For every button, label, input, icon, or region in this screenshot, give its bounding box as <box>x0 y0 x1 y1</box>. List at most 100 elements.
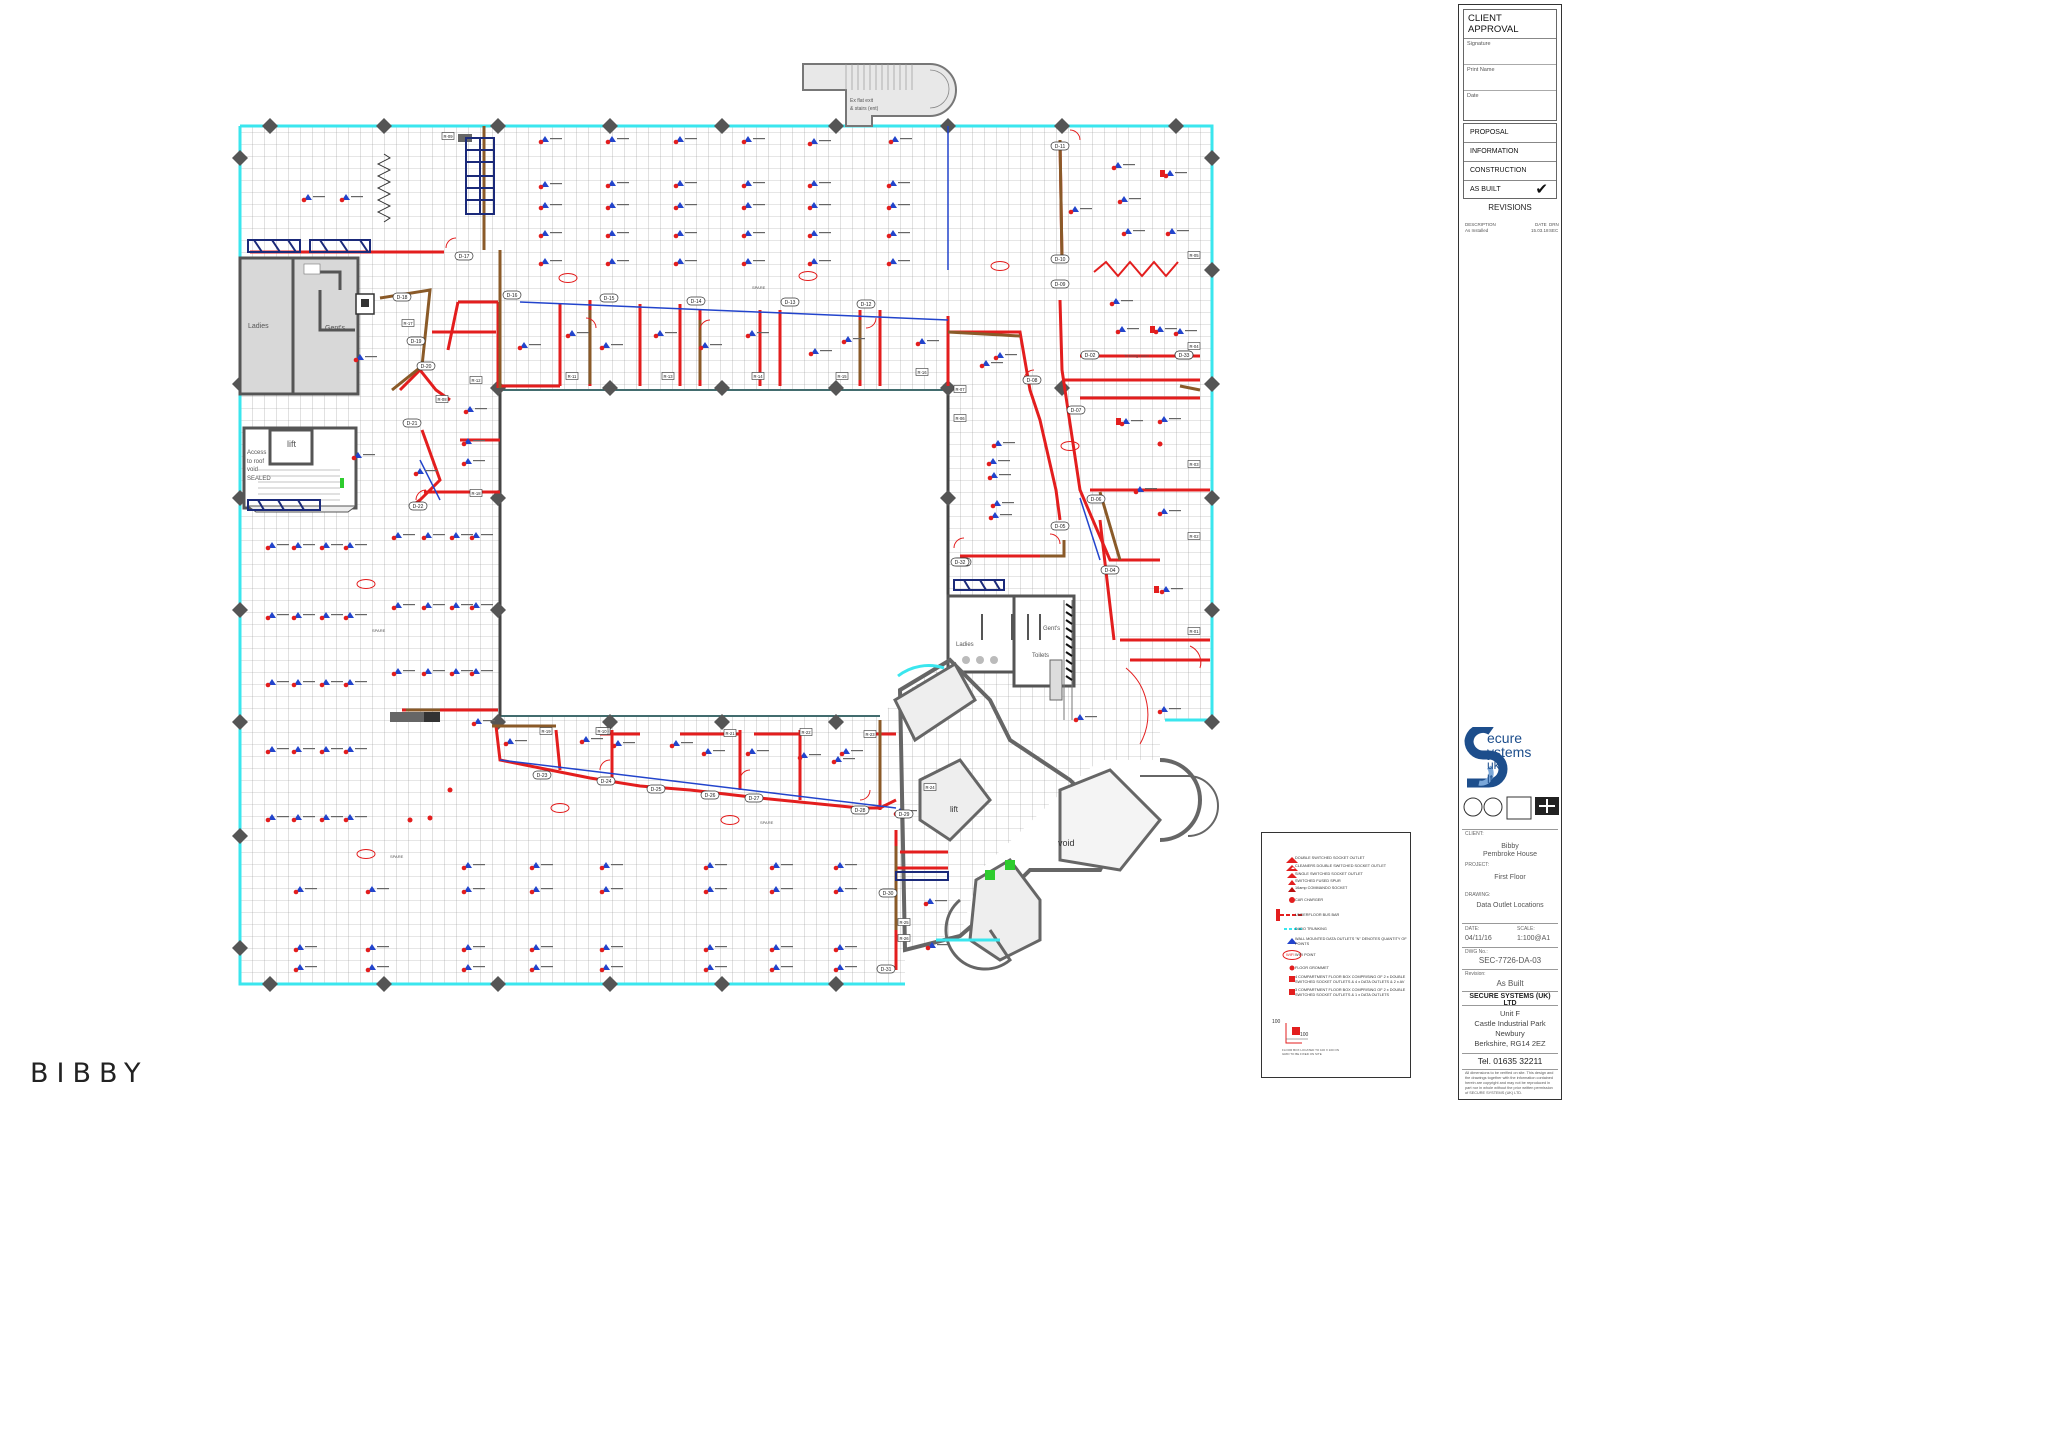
socket-outlet-icon <box>611 743 617 749</box>
data-outlet-icon <box>1160 416 1168 422</box>
room-tag-label: R-03 <box>1189 462 1199 467</box>
outlet-ref-line <box>550 232 562 234</box>
status-box: PROPOSAL INFORMATION CONSTRUCTION AS BUI… <box>1463 123 1557 199</box>
outlet-ref-line <box>1000 514 1012 516</box>
data-outlet-icon <box>748 748 756 754</box>
data-outlet-icon <box>889 258 897 264</box>
socket-outlet-icon <box>833 967 839 973</box>
data-outlet-icon <box>472 668 480 674</box>
outlet-ref-line <box>550 138 562 140</box>
socket-outlet-icon <box>841 339 847 345</box>
outlet-ref-line <box>898 232 910 234</box>
address-line-2: Castle Industrial Park <box>1474 1019 1546 1028</box>
outlet-ref-line <box>853 338 865 340</box>
room-tag-box <box>751 372 765 380</box>
outlet-ref-line <box>473 888 485 890</box>
outlet-ref-line <box>331 816 343 818</box>
data-outlet-icon <box>464 862 472 868</box>
outlet-ref-line <box>331 748 343 750</box>
room-tag-label: R-15 <box>837 374 847 379</box>
outlet-ref-line <box>937 944 949 946</box>
data-outlet-icon <box>994 440 1002 446</box>
door-tag-label: D-08 <box>1027 378 1038 384</box>
door-tag-label: D-33 <box>1179 353 1190 359</box>
data-outlet-icon <box>706 886 714 892</box>
data-outlet-icon <box>836 862 844 868</box>
socket-outlet-icon <box>538 139 544 145</box>
door-tag-label: D-05 <box>1055 524 1066 530</box>
data-outlet-icon <box>464 458 472 464</box>
outlet-ref-line <box>611 888 623 890</box>
data-outlet-icon <box>844 336 852 342</box>
socket-outlet-icon <box>293 889 299 895</box>
door-tag-box <box>894 809 914 819</box>
socket-outlet-icon <box>449 671 455 677</box>
socket-outlet-icon <box>365 889 371 895</box>
data-outlet-icon <box>368 944 376 950</box>
room-tag-label: R-23 <box>865 732 875 737</box>
room-label-training: Training room <box>1124 353 1149 358</box>
socket-outlet-icon <box>469 605 475 611</box>
door-tag-box <box>646 784 666 794</box>
door-tag-box <box>532 770 552 780</box>
data-outlet-icon <box>602 944 610 950</box>
data-outlet-icon <box>532 886 540 892</box>
outlet-ref-line <box>529 344 541 346</box>
data-outlet-icon <box>294 542 302 548</box>
socket-outlet-icon <box>1121 231 1127 237</box>
data-outlet-icon <box>472 602 480 608</box>
room-label-spare-4: SPARE <box>390 854 404 859</box>
door-tag-label: D-29 <box>899 812 910 818</box>
outlet-ref-line <box>377 966 389 968</box>
outlet-ref-line <box>355 544 367 546</box>
data-outlet-icon <box>268 542 276 548</box>
outlet-ref-line <box>715 966 727 968</box>
data-outlet-icon <box>532 862 540 868</box>
wifi-point-icon <box>550 803 570 813</box>
socket-outlet-icon <box>886 183 892 189</box>
room-tag-box <box>441 132 455 140</box>
data-outlet-icon <box>416 468 424 474</box>
socket-outlet-icon <box>391 535 397 541</box>
data-outlet-icon <box>1071 206 1079 212</box>
socket-outlet-icon <box>517 345 523 351</box>
outlet-ref-line <box>845 888 857 890</box>
data-outlet-icon <box>889 180 897 186</box>
outlet-ref-line <box>1177 230 1189 232</box>
door-tag-label: D-17 <box>459 254 470 260</box>
outlet-ref-line <box>481 670 493 672</box>
status-as-built: AS BUILT✔ <box>1464 181 1556 200</box>
outlet-ref-line <box>425 470 437 472</box>
data-outlet-icon <box>836 944 844 950</box>
outlet-ref-line <box>781 946 793 948</box>
data-outlet-icon <box>294 746 302 752</box>
data-outlet-icon <box>346 679 354 685</box>
data-outlet-icon <box>541 181 549 187</box>
socket-outlet-icon <box>741 261 747 267</box>
socket-outlet-icon <box>1115 329 1121 335</box>
socket-outlet-icon <box>449 535 455 541</box>
room-tag-label: R-12 <box>471 378 481 383</box>
outlet-ref-line <box>461 534 473 536</box>
socket-outlet-icon <box>925 945 931 951</box>
room-label-gents2: Gent's <box>1043 626 1060 632</box>
drawing-value: Data Outlet Locations <box>1476 902 1544 909</box>
outlet-ref-line <box>617 204 629 206</box>
data-outlet-icon <box>608 136 616 142</box>
outlet-ref-line <box>277 681 289 683</box>
door-tag-box <box>878 888 898 898</box>
room-tag-label: R-18 <box>471 491 481 496</box>
door-tag-label: D-25 <box>651 787 662 793</box>
revision-value: As Built <box>1496 979 1524 988</box>
data-outlet-icon <box>918 338 926 344</box>
data-outlet-icon <box>346 814 354 820</box>
socket-outlet-icon <box>365 967 371 973</box>
scale-label: SCALE: <box>1517 926 1535 932</box>
data-outlet-icon <box>676 136 684 142</box>
socket-outlet-icon <box>986 461 992 467</box>
legend-item-cleaners-socket: CLEANERS DOUBLE SWITCHED SOCKET OUTLET <box>1295 864 1387 868</box>
floor-box-icon <box>1160 170 1165 177</box>
data-outlet-icon <box>996 352 1004 358</box>
outlet-ref-line <box>819 182 831 184</box>
